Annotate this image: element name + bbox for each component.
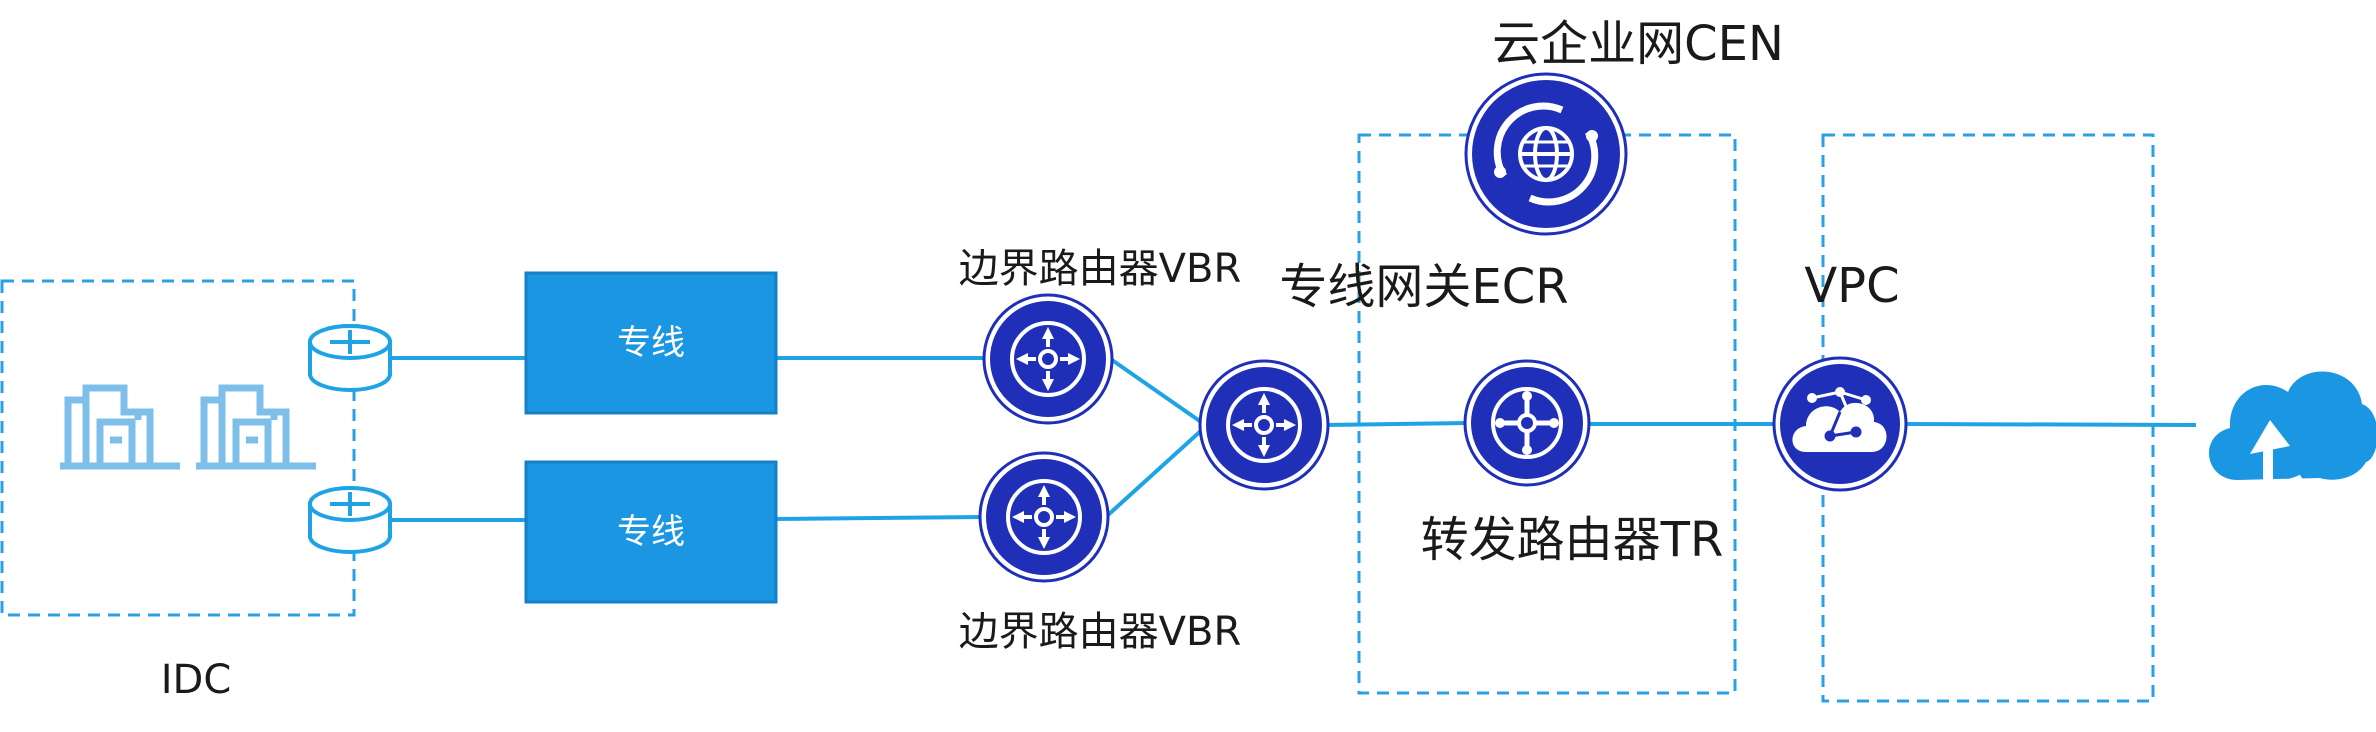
leased-line-box-top: 专线 (524, 271, 778, 415)
internet-cloud-upload-icon (2208, 371, 2376, 489)
vbr-router-icon (982, 293, 1114, 425)
cen-globe-icon (1464, 72, 1628, 236)
leased-line-label: 专线 (617, 323, 685, 363)
tr-label: 转发路由器TR (1421, 512, 1724, 568)
router-icon (308, 324, 392, 392)
vbr-router-icon (978, 451, 1110, 583)
link-vbr2-ecr (1106, 426, 1206, 517)
link-ecr-tr (1325, 421, 1469, 427)
vpc-label: VPC (1804, 258, 1899, 314)
building-icon (60, 384, 316, 470)
vbr-bottom-label: 边界路由器VBR (959, 609, 1242, 655)
idc-region-box (0, 279, 356, 617)
leased-line-box-bottom: 专线 (524, 460, 778, 604)
idc-label: IDC (161, 657, 232, 703)
connection-lines (390, 356, 2197, 522)
ecr-label: 专线网关ECR (1279, 259, 1568, 315)
router-icon (308, 486, 392, 554)
vbr-top-label: 边界路由器VBR (959, 246, 1242, 292)
link-vbr1-ecr (1110, 358, 1206, 426)
ecr-router-icon (1198, 359, 1330, 491)
vpc-cloud-network-icon (1772, 356, 1908, 492)
link-vpc-internet (1905, 422, 2197, 427)
tr-hub-icon (1463, 359, 1591, 487)
cen-label: 云企业网CEN (1492, 16, 1784, 72)
leased-line-label: 专线 (617, 512, 685, 552)
link-line2-vbr2 (774, 515, 985, 521)
